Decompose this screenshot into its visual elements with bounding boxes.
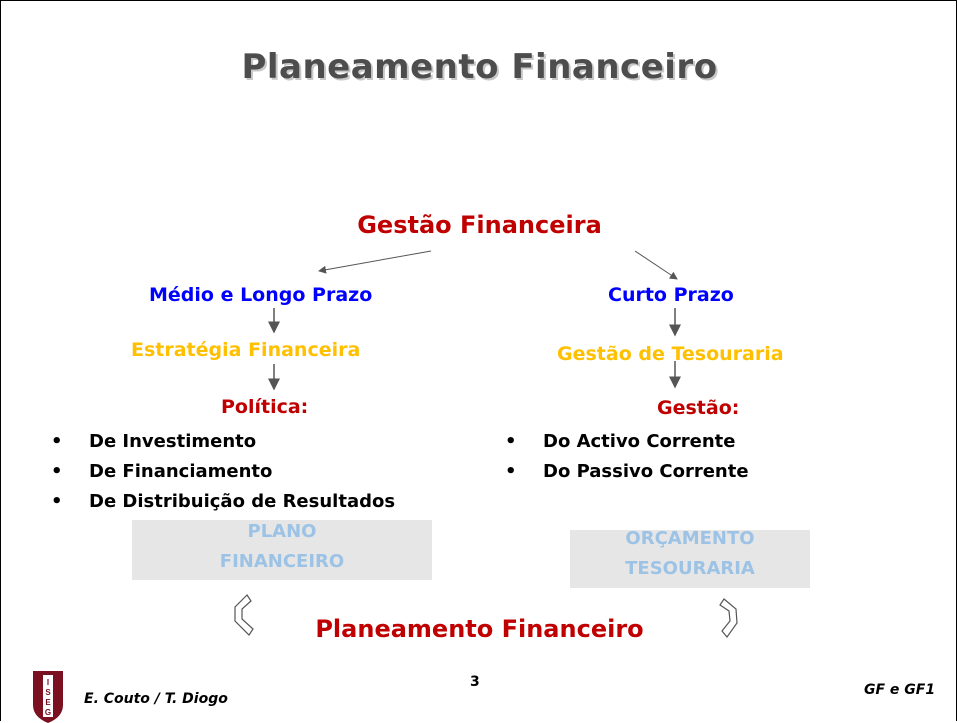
footer-course: GF e GF1 (864, 682, 936, 698)
arrow-root-left (318, 250, 432, 274)
box-line: PLANO (247, 521, 317, 542)
page-number: 3 (470, 674, 480, 690)
plano-financeiro-box: PLANO FINANCEIRO (132, 520, 432, 580)
svg-text:I: I (47, 678, 49, 687)
list-item-label: De Distribuição de Resultados (89, 491, 396, 512)
bullet-icon: • (505, 461, 517, 482)
arrow-root-right (634, 250, 678, 280)
list-item: • De Distribuição de Resultados (51, 487, 396, 517)
list-item-label: Do Activo Corrente (543, 431, 736, 452)
svg-text:E: E (45, 698, 51, 707)
bullet-icon: • (505, 431, 517, 452)
box-line: TESOURARIA (625, 558, 755, 579)
list-item-label: De Investimento (89, 431, 257, 452)
left-strategy-label: Estratégia Financeira (131, 339, 361, 361)
left-branch-label: Médio e Longo Prazo (149, 284, 373, 306)
svg-text:S: S (45, 688, 51, 697)
list-item-label: Do Passivo Corrente (543, 461, 749, 482)
curved-arrow-left-icon (234, 594, 254, 636)
right-strategy-label: Gestão de Tesouraria (557, 343, 784, 365)
list-item-label: De Financiamento (89, 461, 273, 482)
bullet-icon: • (51, 491, 63, 512)
list-item: • De Financiamento (51, 457, 395, 487)
left-heading: Política: (221, 396, 309, 418)
footer-authors: E. Couto / T. Diogo (84, 691, 228, 707)
footer-title: Planeamento Financeiro (315, 615, 644, 643)
orcamento-tesouraria-box: ORÇAMENTO TESOURARIA (570, 528, 810, 588)
right-item-list: • Do Activo Corrente • Do Passivo Corrente (505, 427, 749, 487)
iseg-logo-icon: I S E G (33, 671, 63, 723)
list-item: • Do Passivo Corrente (505, 457, 749, 487)
slide-title: Planeamento Financeiro (241, 47, 718, 87)
box-line: ORÇAMENTO (625, 528, 755, 549)
right-heading: Gestão: (657, 397, 740, 419)
list-item: • Do Activo Corrente (505, 427, 749, 457)
root-node: Gestão Financeira (357, 211, 602, 239)
box-line: FINANCEIRO (219, 551, 345, 572)
bullet-icon: • (51, 461, 63, 482)
right-branch-label: Curto Prazo (608, 284, 734, 306)
bullet-icon: • (51, 431, 63, 452)
left-item-list: • De Investimento • De Financiamento • De D… (51, 427, 396, 517)
list-item: • De Investimento (51, 427, 395, 457)
curved-arrow-right-icon (719, 598, 738, 638)
svg-text:G: G (45, 708, 51, 717)
